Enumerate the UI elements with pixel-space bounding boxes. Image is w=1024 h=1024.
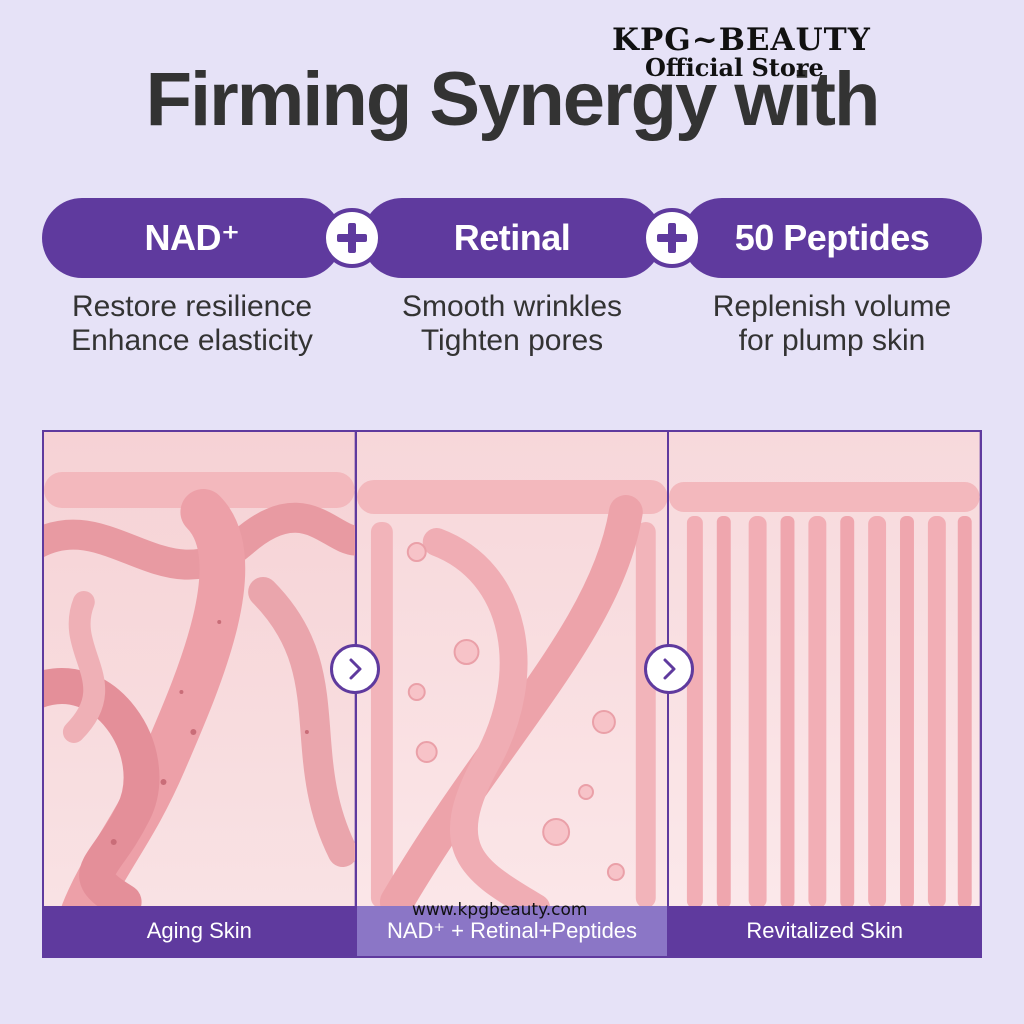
treatment-illustration xyxy=(356,432,668,908)
benefit-line: Replenish volume xyxy=(712,290,952,323)
pill-retinal: Retinal xyxy=(362,198,662,278)
website-watermark: www.kpgbeauty.com xyxy=(412,900,588,920)
watermark-store: Official Store xyxy=(645,53,824,82)
watermark-brand: KPG~BEAUTY xyxy=(612,22,871,58)
chevron-right-icon xyxy=(330,644,380,694)
panel-treatment: NAD⁺ + Retinal+Peptides xyxy=(356,432,668,956)
skin-comparison-panels: Aging Skin NAD⁺ + Retinal+Peptides xyxy=(42,430,982,958)
panel-caption: Revitalized Skin xyxy=(669,906,981,956)
benefit-line: Enhance elasticity xyxy=(71,324,313,357)
panel-caption: NAD⁺ + Retinal+Peptides xyxy=(356,906,668,956)
revitalized-skin-illustration xyxy=(669,432,981,908)
ingredient-benefits: Restore resilience Enhance elasticity Sm… xyxy=(42,290,982,370)
page-title: Firming Synergy with xyxy=(145,57,881,142)
pill-nad: NAD⁺ xyxy=(42,198,342,278)
ingredient-pills: NAD⁺ Retinal 50 Peptides xyxy=(42,198,982,278)
benefit-line: Smooth wrinkles xyxy=(401,290,623,323)
benefit-line: Restore resilience xyxy=(71,290,313,323)
aging-skin-illustration xyxy=(44,432,355,908)
benefit-line: for plump skin xyxy=(738,324,926,357)
panel-revitalized-skin: Revitalized Skin xyxy=(669,432,981,956)
benefit-line: Tighten pores xyxy=(420,324,604,357)
panel-caption: Aging Skin xyxy=(44,906,355,956)
benefit-retinal: Smooth wrinkles Tighten pores xyxy=(352,290,672,358)
plus-icon xyxy=(322,208,382,268)
pill-peptides: 50 Peptides xyxy=(682,198,982,278)
benefit-nad: Restore resilience Enhance elasticity xyxy=(32,290,352,358)
panel-aging-skin: Aging Skin xyxy=(44,432,355,956)
benefit-peptides: Replenish volume for plump skin xyxy=(672,290,992,358)
chevron-right-icon xyxy=(644,644,694,694)
store-watermark: KPG~BEAUTY Official Store xyxy=(612,22,942,80)
plus-icon xyxy=(642,208,702,268)
